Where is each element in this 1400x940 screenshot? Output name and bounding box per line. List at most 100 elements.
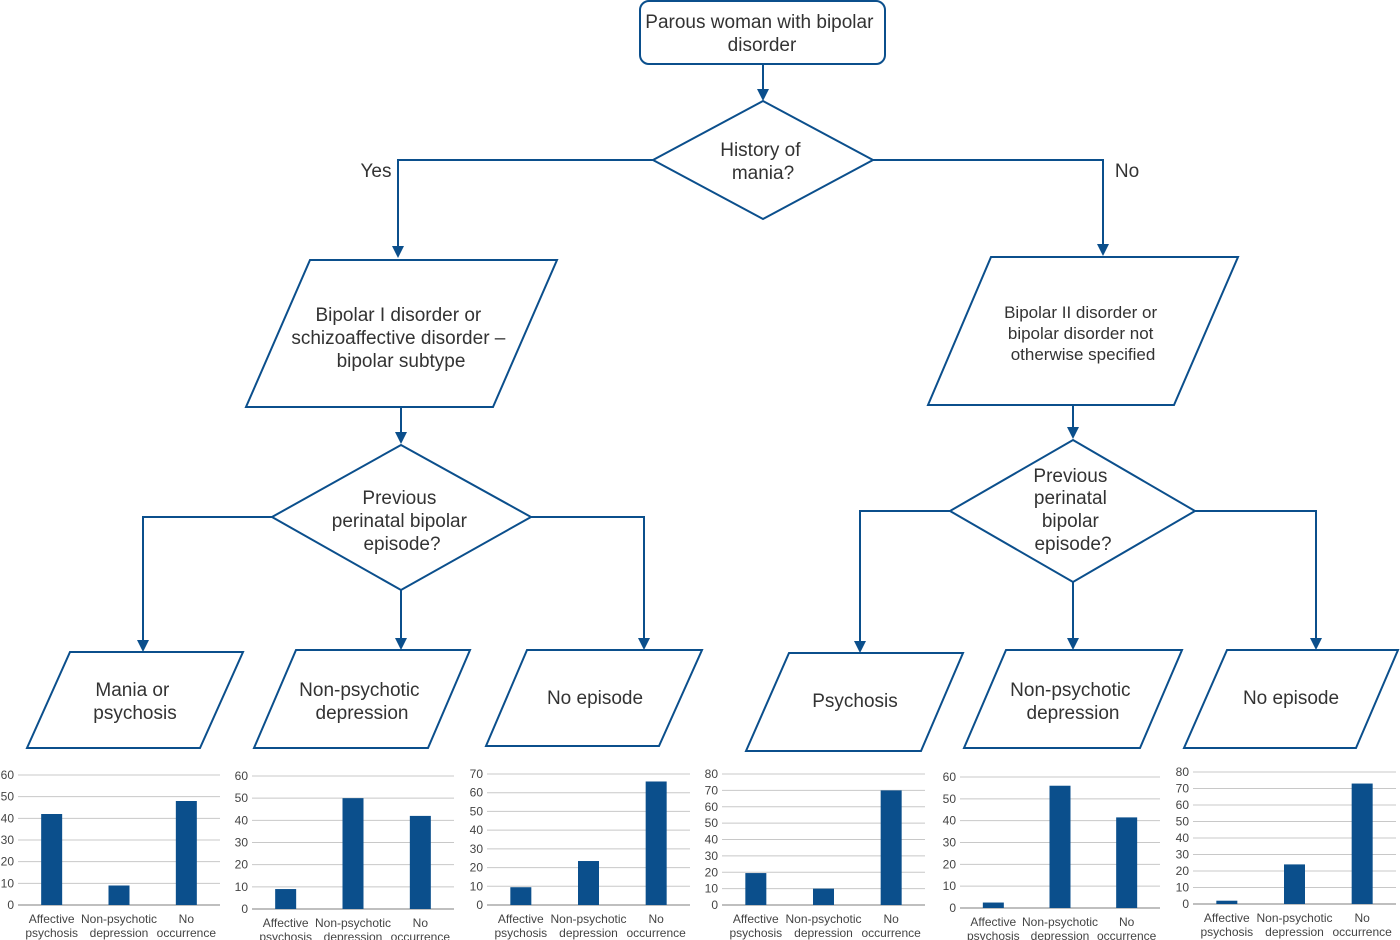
category-label-line: occurrence: [391, 930, 451, 940]
start-label-line-1: Parous woman with bipolar: [645, 12, 874, 33]
bar: [1049, 785, 1071, 908]
perinatal-right-line-2: perinatal: [1034, 488, 1107, 509]
y-tick-label: 50: [1, 790, 15, 804]
outcome-left-none-line-1: No episode: [547, 688, 643, 709]
y-tick-label: 20: [705, 865, 719, 879]
category-label-line: psychosis: [494, 926, 547, 940]
y-tick-label: 50: [235, 791, 249, 805]
perinatal-left-line-3: episode?: [363, 534, 440, 555]
arrow-yes-branch: [392, 159, 653, 258]
y-tick-label: 20: [235, 858, 249, 872]
y-tick-label: 0: [7, 898, 14, 912]
bar: [645, 781, 667, 905]
bipolar-2-label: Bipolar II disorder or bipolar disorder …: [1004, 303, 1162, 364]
decision-mania-line-1: History of: [720, 140, 801, 161]
y-tick-label: 30: [705, 849, 719, 863]
y-tick-label: 60: [1176, 798, 1190, 812]
category-label-line: depression: [1265, 925, 1324, 939]
y-tick-label: 0: [1182, 897, 1189, 911]
bipolar-2-line-2: bipolar disorder not: [1008, 324, 1154, 343]
y-tick-label: 30: [1176, 848, 1190, 862]
bar: [982, 902, 1004, 908]
category-label-line: psychosis: [25, 926, 78, 940]
outcome-left-mania-line-2: psychosis: [93, 703, 176, 724]
y-tick-label: 50: [470, 804, 484, 818]
bar: [275, 889, 297, 909]
y-tick-label: 0: [949, 901, 956, 915]
y-tick-label: 50: [705, 816, 719, 830]
category-label-line: Affective: [1204, 911, 1250, 925]
outcome-right-depression-line-2: depression: [1027, 703, 1120, 724]
outcome-left-none-parallelogram: [484, 649, 704, 747]
category-label-line: Non-psychotic: [1022, 915, 1098, 929]
y-tick-label: 40: [705, 833, 719, 847]
connector-lines: [137, 64, 1322, 653]
bar: [108, 885, 130, 905]
y-tick-label: 70: [705, 783, 719, 797]
bar: [175, 801, 197, 905]
y-tick-label: 30: [470, 842, 484, 856]
outcome-left-mania-line-1: Mania or: [95, 680, 170, 701]
y-tick-label: 20: [1176, 864, 1190, 878]
bar: [1216, 900, 1238, 904]
arrow-left-to-none: [531, 516, 650, 650]
decision-mania-diamond: [650, 99, 876, 221]
outcome-left-none-label: No episode: [547, 688, 643, 709]
y-tick-label: 10: [470, 879, 484, 893]
outcome-right-depression-label: Non-psychotic depression: [1010, 680, 1136, 724]
outcome-left-depression-line-1: Non-psychotic: [299, 680, 419, 701]
bar: [880, 790, 902, 905]
y-tick-label: 10: [705, 882, 719, 896]
bar: [342, 798, 364, 909]
category-label-line: No: [413, 916, 429, 930]
category-label-line: Non-psychotic: [1256, 911, 1332, 925]
y-tick-label: 30: [1, 833, 15, 847]
bar: [813, 888, 834, 905]
category-label-line: occurrence: [1097, 929, 1157, 940]
category-label-line: depression: [1031, 929, 1090, 940]
category-label-line: psychosis: [1200, 925, 1253, 939]
y-tick-label: 20: [1, 855, 15, 869]
outcome-right-none-label: No episode: [1243, 688, 1339, 709]
y-tick-label: 60: [235, 769, 249, 783]
decision-mania-line-2: mania?: [732, 163, 794, 184]
bipolar-1-line-2: schizoaffective disorder –: [291, 328, 505, 349]
start-label: Parous woman with bipolar disorder: [645, 12, 878, 56]
category-label-line: occurrence: [1332, 925, 1392, 939]
bar: [409, 815, 431, 909]
y-tick-label: 20: [470, 861, 484, 875]
outcome-left-mania-label: Mania or psychosis: [93, 680, 176, 724]
category-label-line: occurrence: [861, 926, 921, 940]
perinatal-left-line-1: Previous: [362, 488, 436, 509]
start-box: [639, 0, 886, 65]
y-tick-label: 80: [1176, 765, 1190, 779]
outcome-right-psychosis-line-1: Psychosis: [812, 691, 898, 712]
y-tick-label: 0: [241, 902, 248, 916]
y-tick-label: 50: [1176, 815, 1190, 829]
arrow-right-to-none: [1195, 510, 1322, 650]
y-tick-label: 60: [470, 786, 484, 800]
y-tick-label: 30: [943, 836, 957, 850]
category-label-line: occurrence: [157, 926, 217, 940]
arrow-no-branch: [873, 159, 1109, 256]
y-tick-label: 60: [705, 800, 719, 814]
category-label-line: No: [179, 912, 195, 926]
bar: [578, 861, 599, 905]
outcome-right-depression-line-1: Non-psychotic: [1010, 680, 1130, 701]
